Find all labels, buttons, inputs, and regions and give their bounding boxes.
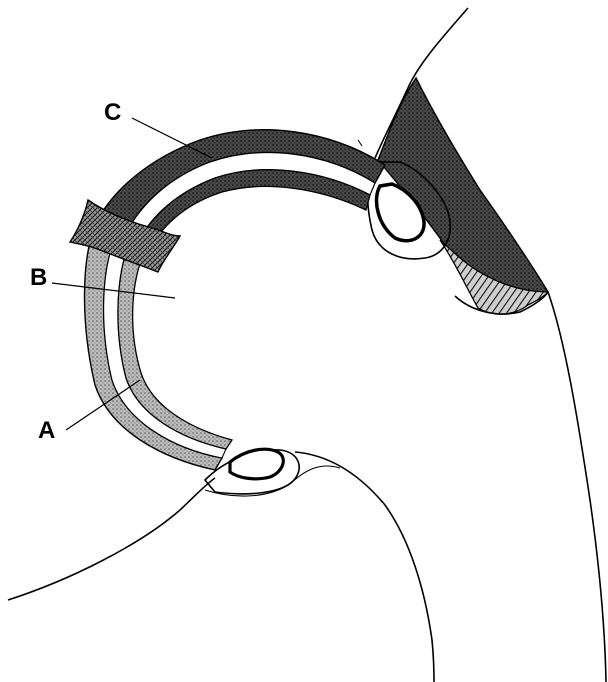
- label-c: C: [104, 99, 121, 126]
- lower-contour-left: [8, 478, 215, 600]
- lower-ring-loop: [230, 449, 283, 479]
- lower-contour-mid: [295, 452, 434, 682]
- right-contour: [548, 292, 606, 682]
- label-a: A: [38, 417, 55, 444]
- small-tick-mark: [358, 140, 362, 146]
- label-b: B: [30, 264, 47, 291]
